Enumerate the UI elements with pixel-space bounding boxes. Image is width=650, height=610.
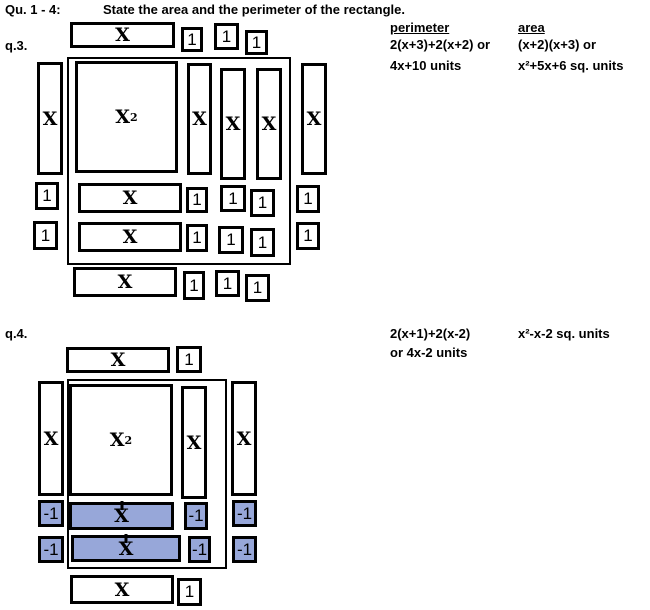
negative-x-tile: X xyxy=(69,502,174,530)
unit-tile: 1 xyxy=(245,30,268,55)
x-tile: X xyxy=(301,63,327,175)
q4-area-answer: x²-x-2 sq. units xyxy=(518,326,610,341)
q3-area-answer-2: x²+5x+6 sq. units xyxy=(518,58,624,73)
x2-base: X xyxy=(115,106,131,128)
x-tile: X xyxy=(70,22,175,48)
negative-unit-tile: -1 xyxy=(232,500,257,527)
x-tile: X xyxy=(187,63,212,175)
unit-tile: 1 xyxy=(296,222,320,250)
x-tile: X xyxy=(78,183,182,213)
q3-perimeter-answer-1: 2(x+3)+2(x+2) or xyxy=(390,37,491,52)
unit-tile: 1 xyxy=(250,228,275,257)
unit-tile: 1 xyxy=(214,23,239,50)
negative-unit-tile: -1 xyxy=(184,502,208,530)
x-tile: X xyxy=(181,386,207,499)
unit-tile: 1 xyxy=(186,187,208,213)
x-tile: X xyxy=(220,68,246,180)
q3-area-heading: area xyxy=(518,20,545,35)
negative-x-tile: X xyxy=(71,535,181,562)
q3-perimeter-heading: perimeter xyxy=(390,20,450,35)
unit-tile: 1 xyxy=(250,189,275,217)
unit-tile: 1 xyxy=(186,224,208,252)
x-tile: X xyxy=(66,347,170,373)
unit-tile: 1 xyxy=(176,346,202,373)
unit-tile: 1 xyxy=(183,271,205,300)
q3-label: q.3. xyxy=(5,38,28,53)
crossed-x-label: X xyxy=(114,505,129,527)
unit-tile: 1 xyxy=(35,182,59,210)
q3-perimeter-answer-2: 4x+10 units xyxy=(390,58,462,73)
q4-perimeter-answer-1: 2(x+1)+2(x-2) xyxy=(390,326,471,341)
q4-label: q.4. xyxy=(5,326,28,341)
q3-rectangle-frame xyxy=(67,57,291,265)
unit-tile: 1 xyxy=(220,185,246,212)
unit-tile: 1 xyxy=(177,578,202,606)
x2-exponent: 2 xyxy=(130,110,138,124)
x-tile: X xyxy=(38,381,64,496)
x2-exponent: 2 xyxy=(124,433,133,447)
x-tile: X xyxy=(73,267,177,297)
instruction: State the area and the perimeter of the … xyxy=(103,2,405,17)
negative-unit-tile: -1 xyxy=(188,536,211,563)
question-range: Qu. 1 - 4: xyxy=(5,2,61,17)
x-tile: X xyxy=(70,575,174,604)
unit-tile: 1 xyxy=(215,270,240,297)
x-tile: X xyxy=(231,381,257,496)
negative-unit-tile: -1 xyxy=(38,500,64,527)
crossed-x-label: X xyxy=(118,537,134,560)
x2-base: X xyxy=(109,429,125,451)
x-tile: X xyxy=(37,62,63,175)
q3-area-answer-1: (x+2)(x+3) or xyxy=(518,37,597,52)
q4-perimeter-answer-2: or 4x-2 units xyxy=(390,345,468,360)
unit-tile: 1 xyxy=(33,221,58,250)
unit-tile: 1 xyxy=(296,185,320,213)
unit-tile: 1 xyxy=(181,27,203,52)
q4-rectangle-frame xyxy=(67,379,227,569)
negative-unit-tile: -1 xyxy=(232,536,257,563)
negative-unit-tile: -1 xyxy=(38,536,64,563)
unit-tile: 1 xyxy=(218,226,244,254)
x-tile: X xyxy=(256,68,282,180)
unit-tile: 1 xyxy=(245,274,270,302)
x-tile: X xyxy=(78,222,182,252)
